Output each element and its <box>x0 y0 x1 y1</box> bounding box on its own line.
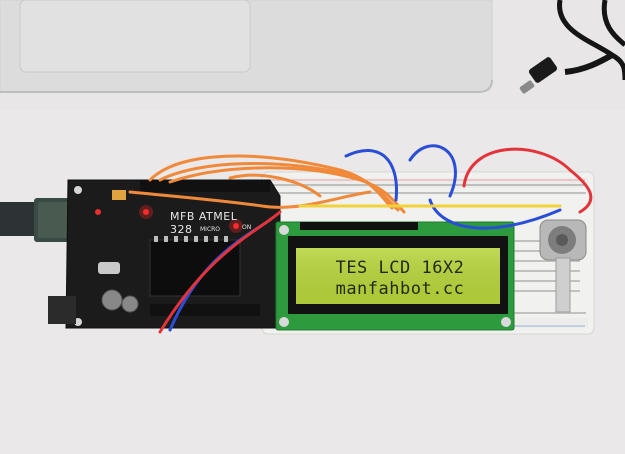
board-brand-label: MFB ATMEL <box>170 210 238 223</box>
board-chip-label: 328 <box>170 223 193 236</box>
capacitor <box>101 289 123 311</box>
board-micro-label: MICRO <box>200 226 221 233</box>
usb-cable <box>519 0 625 94</box>
jumper-wires <box>128 144 593 334</box>
led-red-power <box>233 223 239 229</box>
led-red <box>143 209 149 215</box>
lcd-module <box>275 221 515 331</box>
laptop-trackpad <box>19 0 251 73</box>
microcontroller-chip <box>149 239 241 297</box>
laptop <box>0 0 493 93</box>
potentiometer <box>539 219 587 313</box>
arduino-board <box>48 179 281 329</box>
lcd-line-2: manfahbot.cc <box>335 279 465 299</box>
board-power-label: ON <box>242 224 252 231</box>
lcd-line-1: TES LCD 16X2 <box>335 258 465 278</box>
usb-c-plug <box>528 57 558 83</box>
